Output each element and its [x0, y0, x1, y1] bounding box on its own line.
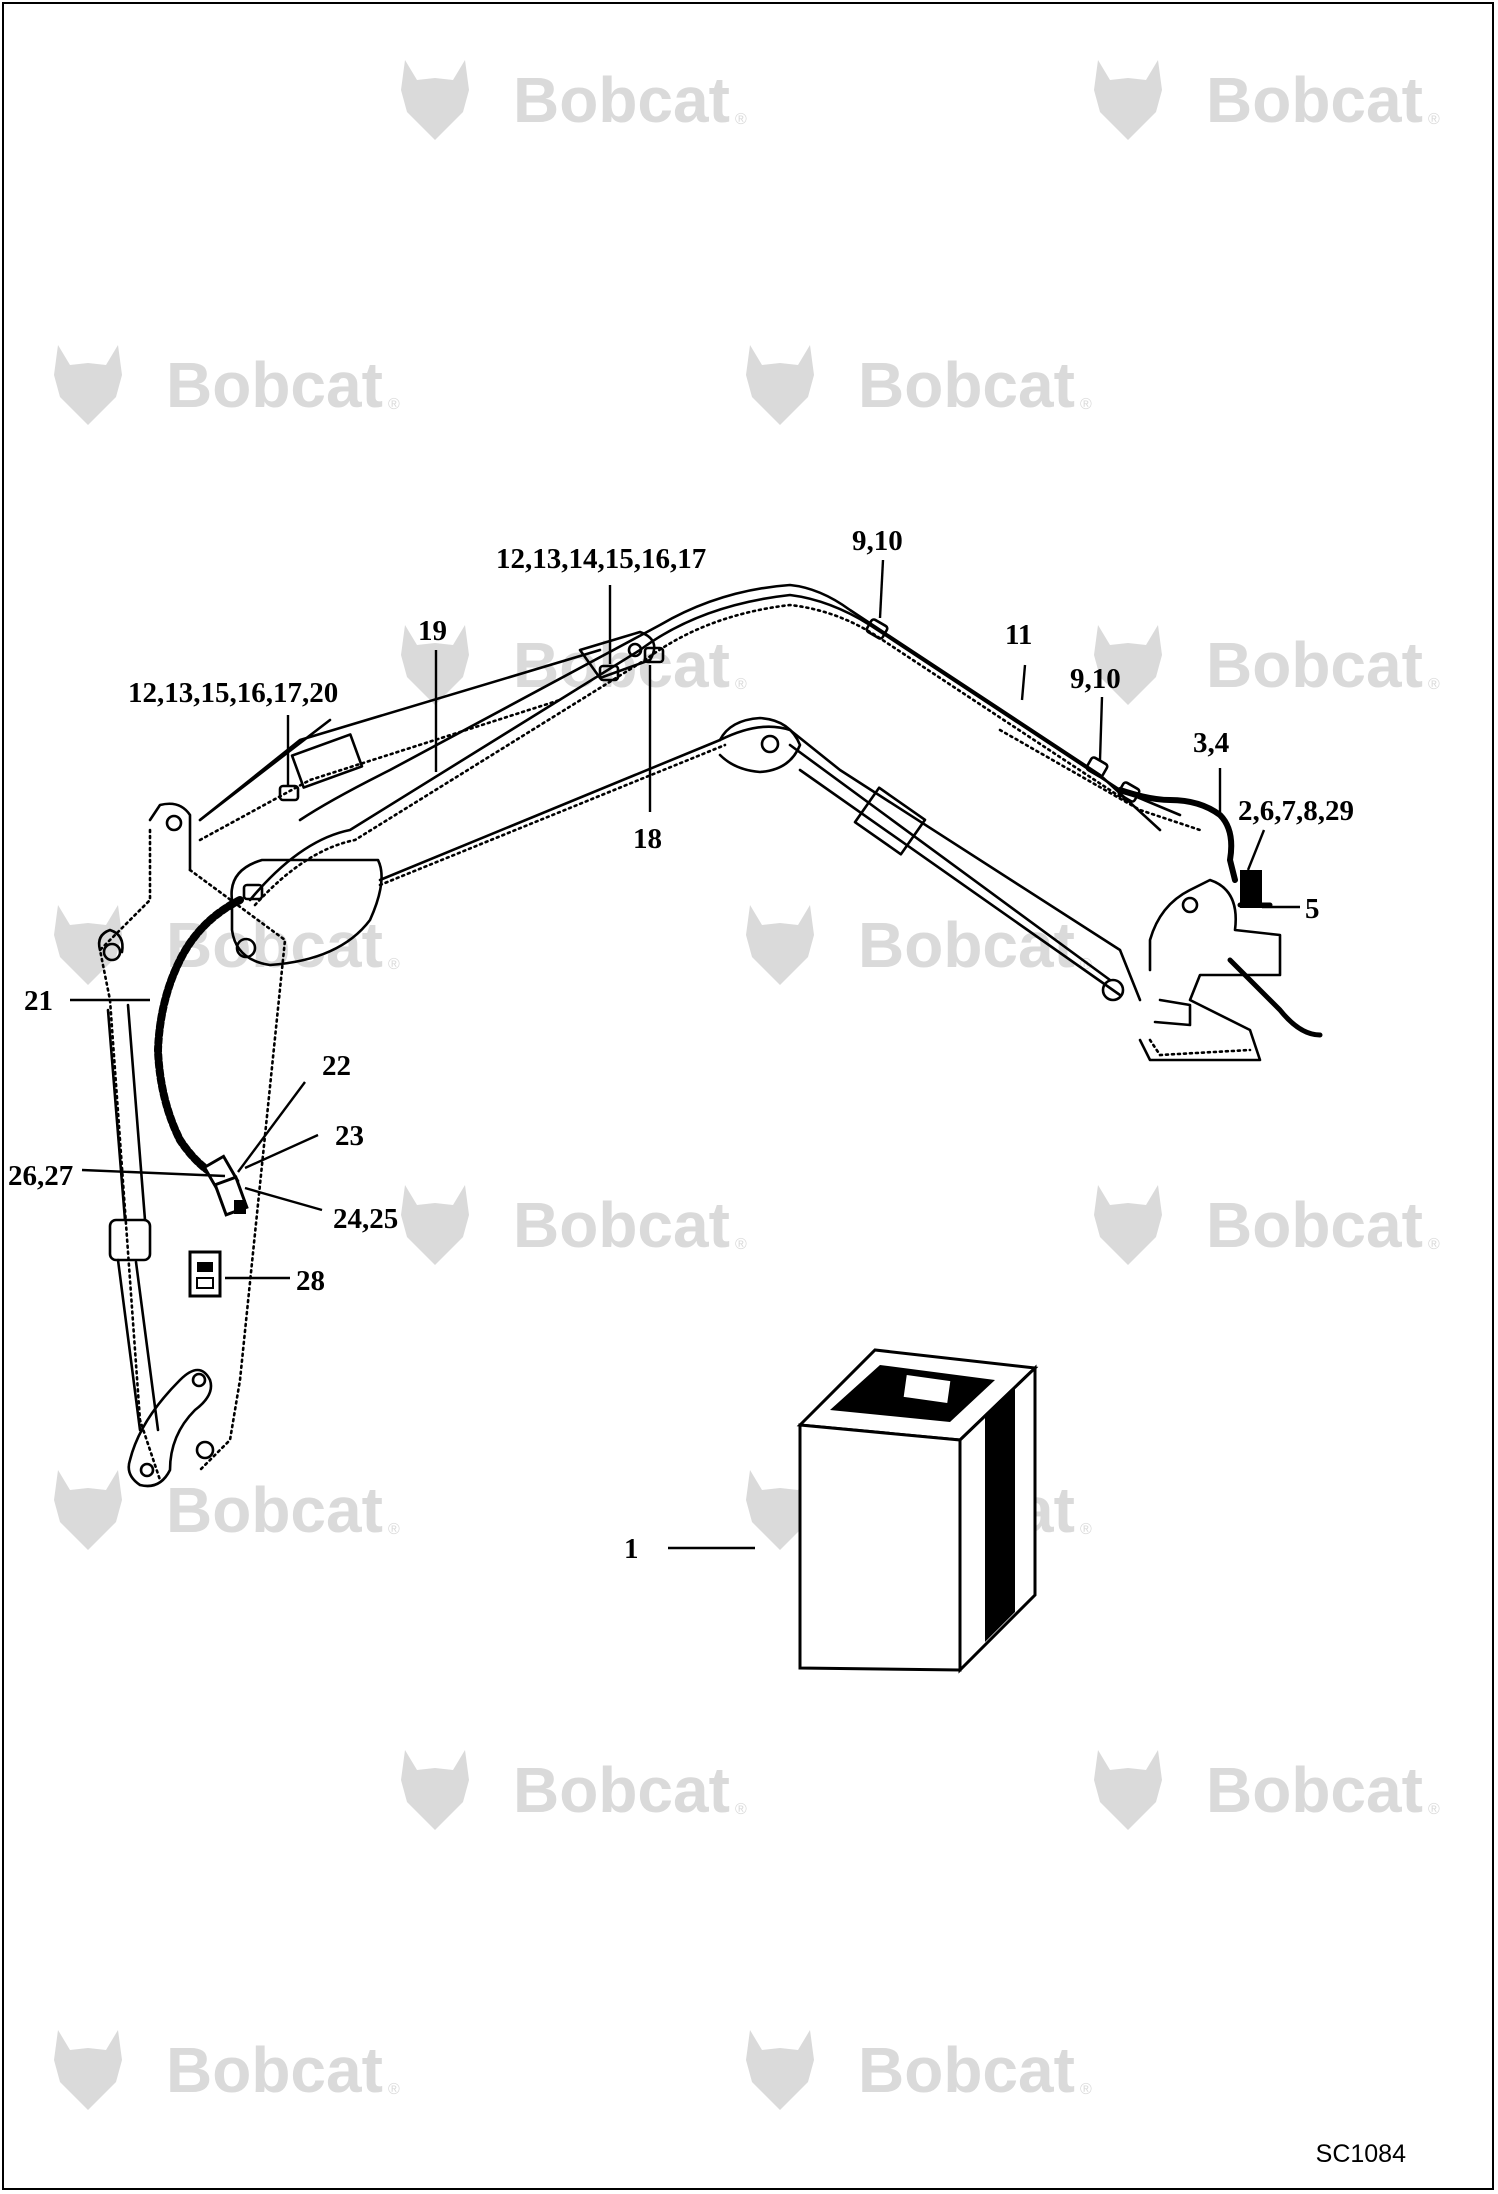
callout-23: 23 [335, 1120, 364, 1152]
boom-drawing [198, 583, 1323, 1062]
watermark-registered: ® [388, 956, 400, 973]
watermark-registered: ® [735, 1801, 747, 1818]
watermark-brand: Bobcat [858, 349, 1075, 421]
bobcat-watermark: Bobcat ® [54, 345, 400, 425]
watermark-brand: Bobcat [858, 909, 1075, 981]
watermark-brand: Bobcat [166, 2034, 383, 2106]
bobcat-logo-icon [54, 2030, 122, 2110]
watermark-registered: ® [1080, 1521, 1092, 1538]
bobcat-logo-icon [1094, 1750, 1162, 1830]
watermark-registered: ® [1428, 1801, 1440, 1818]
callout-12-to-17: 12,13,14,15,16,17 [496, 543, 706, 575]
watermark-registered: ® [1080, 2081, 1092, 2098]
watermark-registered: ® [388, 1521, 400, 1538]
watermark-registered: ® [735, 676, 747, 693]
watermark-brand: Bobcat [166, 1474, 383, 1546]
callout-26-27: 26,27 [8, 1160, 73, 1192]
watermark-brand: Bobcat [1206, 629, 1423, 701]
watermark-registered: ® [735, 111, 747, 128]
bobcat-logo-icon [746, 1470, 814, 1550]
diagram-code: SC1084 [1315, 2140, 1406, 2168]
callout-22: 22 [322, 1050, 351, 1082]
hose-clamp-boom-tip [865, 618, 1141, 803]
bobcat-logo-icon [54, 905, 122, 985]
hose-clamp-foot [242, 784, 300, 901]
bobcat-logo-icon [1094, 1185, 1162, 1265]
callout-9-10-top: 9,10 [852, 525, 903, 557]
bobcat-logo-icon [1094, 625, 1162, 705]
bobcat-logo-icon [1094, 60, 1162, 140]
watermark-brand: Bobcat [1206, 64, 1423, 136]
callout-19: 19 [418, 615, 447, 647]
bobcat-watermark: Bobcat ® [1094, 625, 1440, 705]
decal-icon [188, 1250, 222, 1298]
watermark-brand: Bobcat [166, 909, 383, 981]
bobcat-logo-icon [401, 60, 469, 140]
watermark-brand: Bobcat [1206, 1189, 1423, 1261]
bobcat-watermark: Bobcat ® [746, 345, 1092, 425]
leader-lines [70, 559, 1300, 1550]
bobcat-logo-icon [401, 1185, 469, 1265]
watermark-registered: ® [388, 396, 400, 413]
bobcat-watermark: Bobcat ® [1094, 60, 1440, 140]
callout-2-6-7-8-29: 2,6,7,8,29 [1238, 795, 1354, 827]
bobcat-watermark: Bobcat ® [401, 1185, 747, 1265]
watermark-registered: ® [1428, 1236, 1440, 1253]
callout-labels: 1 2,6,7,8,29 3,4 5 9,10 9,10 11 12,13,14… [8, 525, 1354, 1565]
swing-frame-drawing [97, 802, 287, 1488]
bobcat-watermark: Bobcat ® [401, 1750, 747, 1830]
watermark-brand: Bobcat [513, 1189, 730, 1261]
bobcat-logo-icon [54, 1470, 122, 1550]
callout-1: 1 [624, 1533, 639, 1565]
watermark-brand: Bobcat [513, 64, 730, 136]
kit-box-drawing [796, 1348, 1039, 1674]
watermark-registered: ® [388, 2081, 400, 2098]
bobcat-logo-icon [401, 1750, 469, 1830]
bobcat-logo-icon [54, 345, 122, 425]
bobcat-watermark: Bobcat ® [1094, 1185, 1440, 1265]
callout-24-25: 24,25 [333, 1203, 398, 1235]
bobcat-watermark: Bobcat ® [1094, 1750, 1440, 1830]
coupler-valve-icon [1240, 870, 1262, 908]
bobcat-logo-icon [746, 905, 814, 985]
callout-12-13-15-16-17-20: 12,13,15,16,17,20 [128, 677, 338, 709]
bobcat-watermark: Bobcat ® [401, 60, 747, 140]
watermark-layer: Bobcat ® Bobcat ® Bobcat ® Bobcat ® Bobcat ® Bobca… [54, 60, 1440, 2110]
watermark-registered: ® [735, 1236, 747, 1253]
callout-28: 28 [296, 1265, 325, 1297]
callout-3-4: 3,4 [1193, 727, 1229, 759]
callout-5: 5 [1305, 893, 1320, 925]
watermark-brand: Bobcat [858, 2034, 1075, 2106]
callout-21: 21 [24, 985, 53, 1017]
callout-11: 11 [1005, 619, 1032, 651]
bobcat-watermark: Bobcat ® [54, 1470, 400, 1550]
watermark-registered: ® [1428, 676, 1440, 693]
bobcat-watermark: Bobcat ® [54, 2030, 400, 2110]
watermark-registered: ® [1428, 111, 1440, 128]
bobcat-watermark: Bobcat ® [746, 2030, 1092, 2110]
bobcat-logo-icon [746, 345, 814, 425]
callout-9-10-mid: 9,10 [1070, 663, 1121, 695]
bobcat-watermark: Bobcat ® [54, 905, 400, 985]
callout-18: 18 [633, 823, 662, 855]
watermark-brand: Bobcat [166, 349, 383, 421]
watermark-registered: ® [1080, 396, 1092, 413]
bobcat-watermark: Bobcat® [746, 905, 1092, 985]
hose-clamp-top [598, 646, 665, 682]
bobcat-logo-icon [746, 2030, 814, 2110]
watermark-brand: Bobcat [513, 1754, 730, 1826]
watermark-brand: Bobcat [1206, 1754, 1423, 1826]
